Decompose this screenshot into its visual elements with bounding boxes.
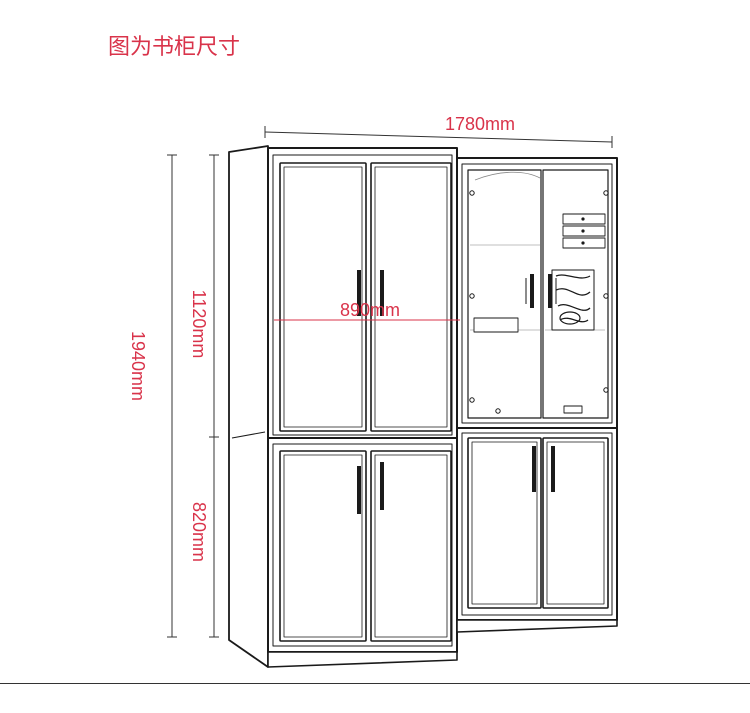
right-lower-door-left [467,437,542,609]
handle-icon [380,462,384,510]
glass-door-left [467,169,542,419]
dimension-lines [167,126,613,638]
width-dimension-line [264,131,613,143]
total-width-label: 1780mm [445,114,515,134]
left-lower-door-left-inset [283,454,363,638]
glass-reflection [474,171,541,181]
total-height-label: 1940mm [128,331,148,401]
left-upper-door-right-inset [374,166,448,428]
handle-icon [551,446,555,492]
shelf-pin-icon [603,387,609,393]
handle-icon [530,274,534,308]
left-lower-door-right-inset [374,454,448,638]
upper-height-label: 1120mm [189,290,209,359]
bottom-divider [0,683,750,684]
shelf-pin-icon [603,293,609,299]
unit-width-label: 890mm [340,300,400,320]
left-side-panel [228,145,269,668]
handle-icon [357,466,361,514]
handle-icon [548,274,552,308]
left-lower-inner [272,443,453,647]
right-lower-door-right [542,437,609,609]
decor-pattern [555,274,591,323]
shelf-pin-icon [469,397,475,403]
left-upper-door-left [279,162,367,432]
bookcase [228,145,618,668]
shelf-box [563,405,583,414]
left-upper-door-left-inset [283,166,363,428]
side-panel-seam [231,431,266,439]
handle-icon [532,446,536,492]
handle-icon [380,270,384,316]
decor-bowl [559,311,581,325]
right-lower-door-right-inset [546,441,605,605]
shelf-box [473,317,519,333]
drawer-knob-icon [581,229,585,233]
shelf-pin-icon [469,190,475,196]
left-lower-door-left [279,450,367,642]
shelf-pin-icon [603,190,609,196]
right-plinth [456,619,618,633]
page-title: 图为书柜尺寸 [108,35,241,60]
handle-icon [357,270,361,316]
drawer-knob-icon [581,217,585,221]
left-upper-door-right [370,162,452,432]
drawer-knob-icon [581,241,585,245]
shelf-pin-icon [469,293,475,299]
left-plinth [267,651,458,668]
left-lower-door-right [370,450,452,642]
lower-height-label: 820mm [189,502,209,562]
left-upper-inner [272,154,453,436]
right-upper-inner [461,163,613,424]
glass-door-right [542,169,609,419]
right-lower-door-left-inset [471,441,538,605]
decor-object [551,269,595,331]
shelf-pin-icon [495,408,501,414]
right-lower-inner [461,432,613,616]
